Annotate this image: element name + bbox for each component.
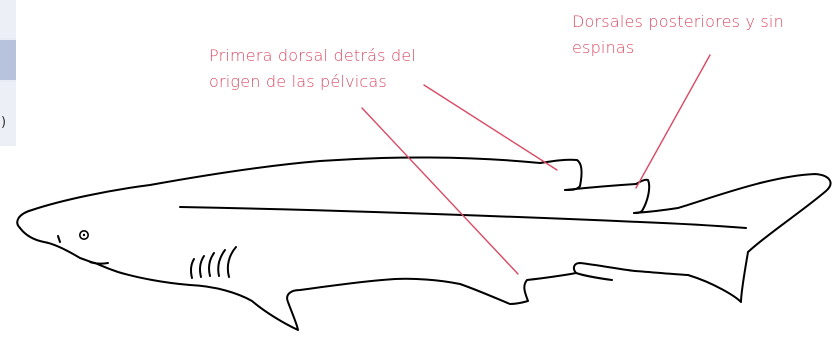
label-first-dorsal-line1: Primera dorsal detrás del — [209, 46, 417, 65]
label-posterior-dorsals: Dorsales posteriores y sin espinas — [572, 9, 840, 61]
pectoral-fin — [94, 262, 191, 286]
caudal-fin-lower — [634, 251, 749, 303]
label-first-dorsal-line2: origen de las pélvicas — [209, 72, 387, 91]
caudal-fin-upper — [633, 173, 832, 253]
shark-nostril — [57, 235, 61, 243]
gill-slit-3 — [208, 252, 215, 277]
side-panel-band-selected[interactable] — [0, 40, 16, 80]
gill-slit-2 — [199, 255, 205, 278]
side-panel-band-top[interactable] — [0, 0, 16, 38]
label-first-dorsal: Primera dorsal detrás del origen de las … — [209, 43, 479, 95]
shark-mouth — [89, 261, 109, 265]
shark-back-outline — [16, 156, 541, 229]
leader-line-pelvic-origin — [361, 107, 519, 275]
gill-slit-1 — [189, 258, 195, 279]
second-dorsal-fin — [633, 178, 651, 214]
shark-belly-rear — [459, 272, 577, 305]
leader-line-second-dorsal-fin — [635, 54, 711, 189]
pelvic-fin — [394, 277, 461, 285]
side-panel: ) — [0, 0, 16, 146]
shark-head-underside — [19, 227, 96, 264]
shark-back-mid — [564, 183, 637, 191]
anal-fin — [572, 262, 636, 281]
first-dorsal-fin — [539, 158, 583, 191]
gill-slit-4 — [217, 249, 226, 277]
shark-eye — [79, 230, 90, 241]
shark-belly-front — [189, 278, 396, 331]
leader-line-first-dorsal-fin — [423, 84, 558, 171]
side-panel-band-bottom[interactable] — [0, 82, 16, 146]
lateral-line — [179, 206, 747, 229]
label-posterior-dorsals-line2: espinas — [572, 38, 635, 57]
side-panel-glyph: ) — [1, 115, 7, 130]
gill-slit-5 — [226, 246, 237, 278]
label-posterior-dorsals-line1: Dorsales posteriores y sin — [572, 12, 784, 31]
